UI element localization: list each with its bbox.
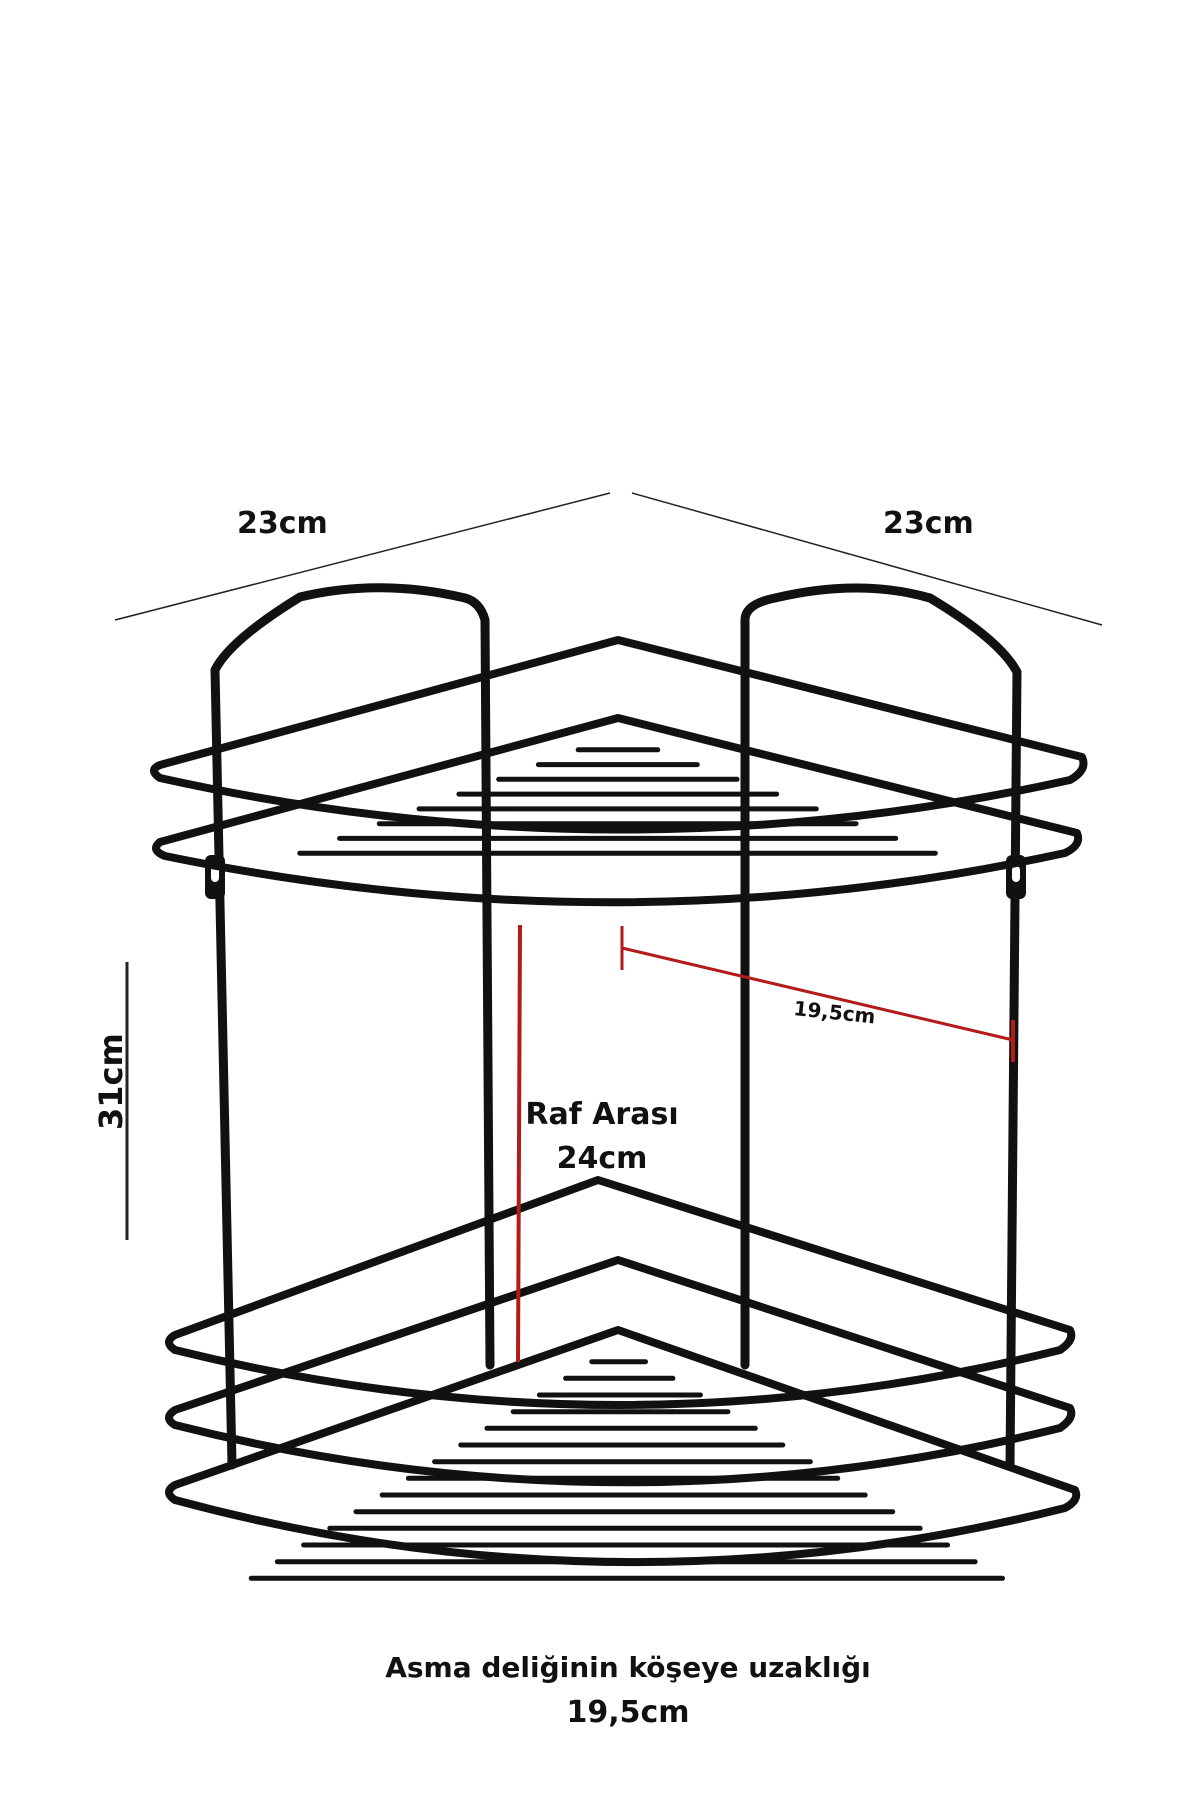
upper-shelf-base [152, 714, 1083, 907]
upper-shelf-slats [297, 747, 938, 856]
lower-shelf [165, 1176, 1081, 1581]
back-frame [205, 583, 1026, 1470]
lower-shelf-rail-mid [165, 1256, 1076, 1487]
right-upright [740, 583, 1022, 1470]
shelf-gap-marker [516, 924, 522, 1363]
dimension-line-left [114, 492, 611, 621]
lower-shelf-slats [248, 1359, 1005, 1581]
right-hanging-hole-slot [1012, 866, 1020, 882]
hole-distance-marker [621, 946, 1014, 1042]
hole-distance-title: Asma deliğinin köşeye uzaklığı [385, 1651, 871, 1684]
shelf-gap-title: Raf Arası [525, 1097, 678, 1132]
lower-shelf-rail-top [165, 1176, 1076, 1409]
upper-shelf [150, 636, 1088, 907]
shelf-gap-value: 24cm [557, 1141, 648, 1176]
width-label-left: 23cm [237, 506, 328, 541]
hole-distance-short-label: 19,5cm [792, 996, 876, 1028]
dimension-line-right [631, 492, 1103, 626]
hole-distance-value: 19,5cm [566, 1695, 689, 1730]
width-label-right: 23cm [883, 506, 974, 541]
upper-shelf-rail [150, 636, 1088, 834]
left-upright [210, 583, 495, 1470]
height-label: 31cm [92, 1033, 130, 1130]
